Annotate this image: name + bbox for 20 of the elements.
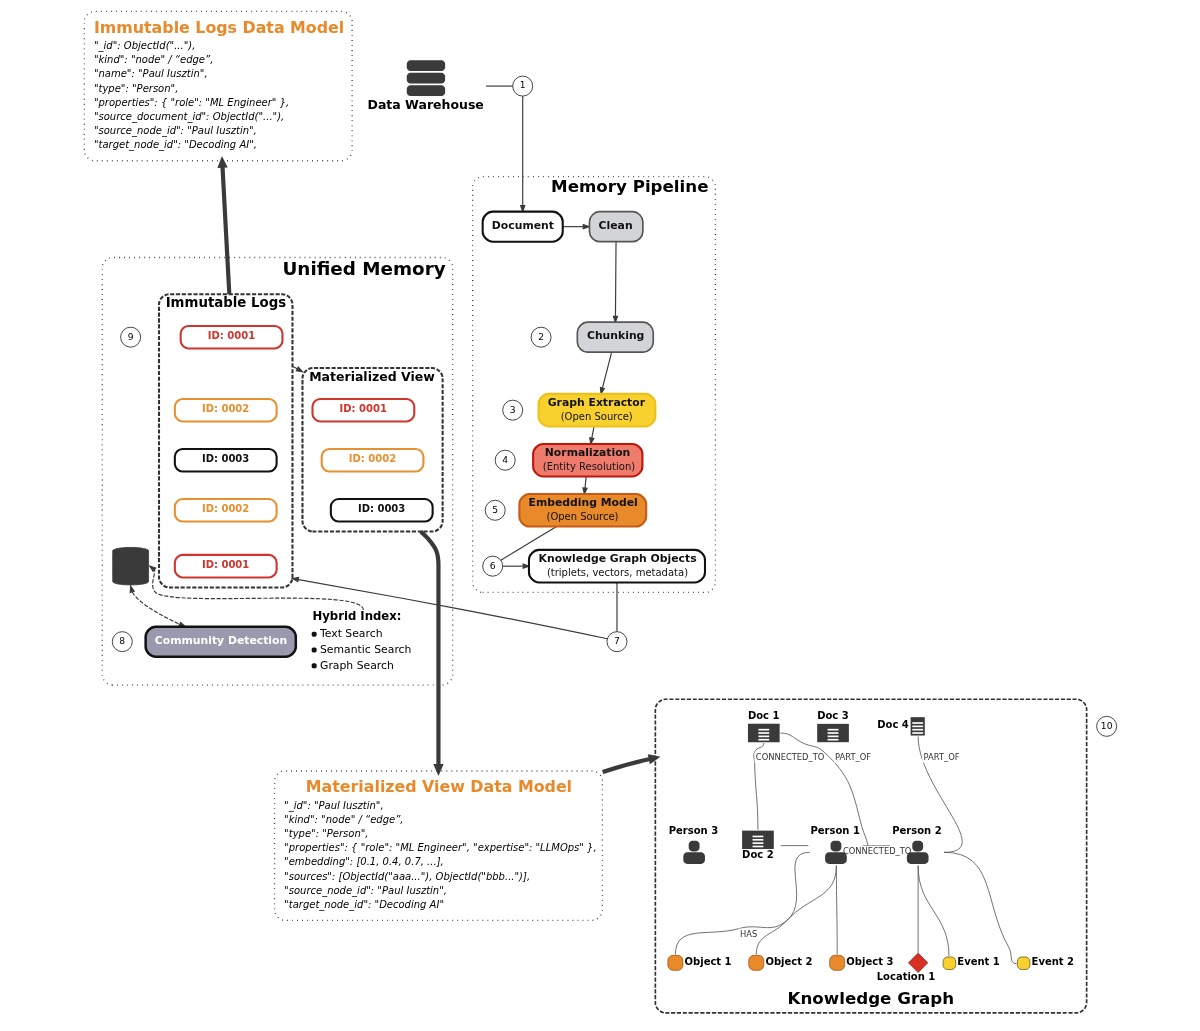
node-label: Person 1 [810,825,860,837]
node-label: Object 1 [684,955,732,967]
node-text: Hybrid Index: Text Search Semantic Search Graph Search [311,609,411,672]
node-label: Object 3 [845,955,893,967]
node-label: Event 2 [1031,956,1074,968]
node-label: Object 2 [764,955,812,967]
node-label: Doc 1 [747,709,779,721]
node-label: Doc 4 [876,719,909,731]
node-label: Doc 3 [816,709,849,721]
edge-label: HAS [739,928,757,939]
node-label: Person 2 [891,825,942,837]
edge-label: PART_OF [923,751,960,762]
edge-label: PART_OF [834,751,871,762]
node-label: Data Warehouse [367,96,484,112]
edge-label: CONNECTED_TO [755,751,824,762]
node-label: Person 3 [668,825,718,837]
node-label: Location 1 [876,970,935,982]
node-label: Doc 2 [741,848,774,860]
node-label: Event 1 [956,956,1000,968]
edge-label: CONNECTED_TO [842,845,911,856]
